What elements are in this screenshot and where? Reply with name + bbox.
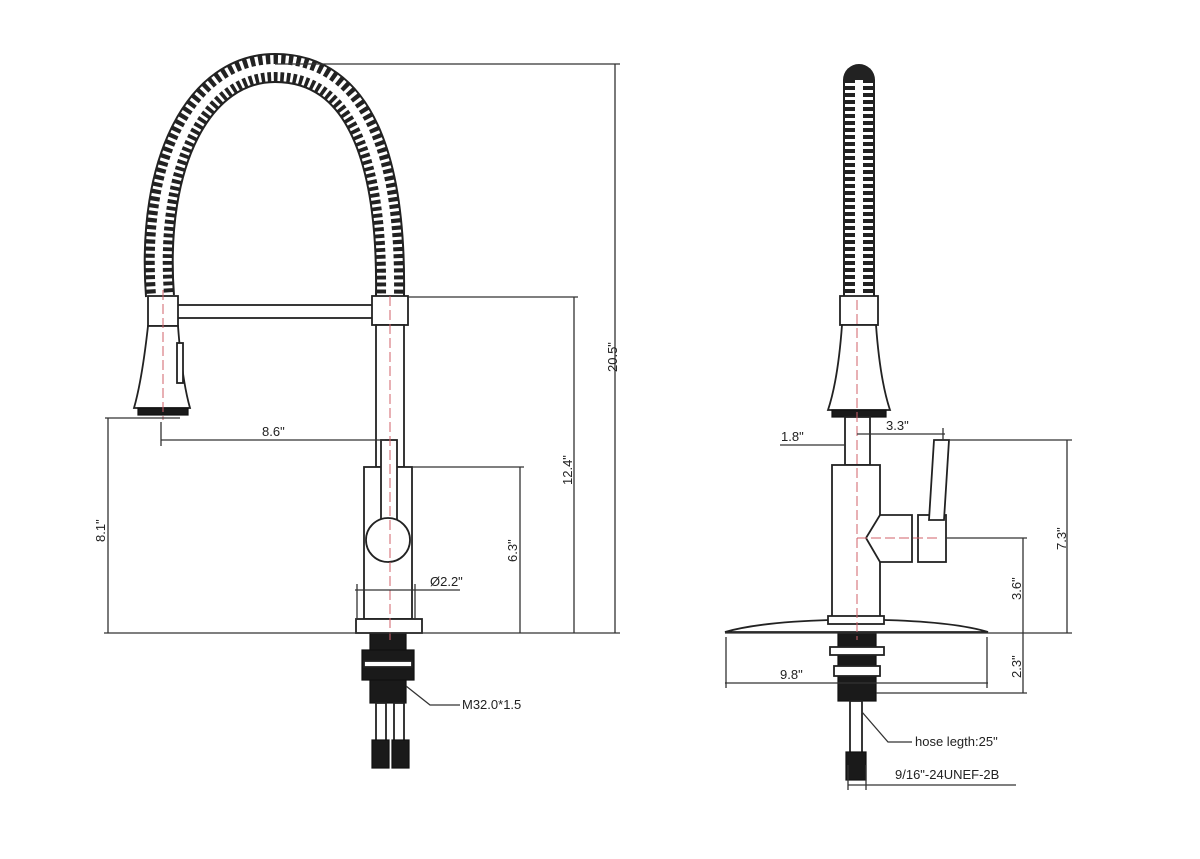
base-ring-side [827, 615, 885, 625]
base-ring [355, 618, 423, 634]
hose-length-label: hose legth:25" [915, 734, 998, 749]
dim-handle-height: 7.3" [1054, 527, 1069, 550]
spray-head-button [176, 342, 184, 384]
hose-thread-label: 9/16"-24UNEF-2B [895, 767, 999, 782]
handle-lever [928, 439, 950, 521]
dim-shank-length: 2.3" [1009, 655, 1024, 678]
dim-total-height: 20.5" [605, 342, 620, 372]
nut-body-side [833, 665, 881, 677]
hose-fitting-left [371, 739, 390, 769]
handle-hub [365, 517, 411, 563]
front-view: 20.5" 12.4" 6.3" 8.1" 8.6" Ø2.2" M32.0*1… [93, 52, 620, 769]
dim-column-width: 1.8" [781, 429, 804, 444]
dim-handle-offset: 3.3" [886, 418, 909, 433]
supply-hose-side [849, 700, 863, 757]
dim-reach: 8.6" [262, 424, 285, 439]
leader-thread-spec [405, 685, 460, 706]
spray-head-collar-side [839, 295, 879, 326]
dim-base-diameter: Ø2.2" [430, 574, 463, 589]
dim-spout-height: 12.4" [560, 455, 575, 485]
mount-nut-side [829, 646, 885, 656]
dim-deck-plate-width: 9.8" [780, 667, 803, 682]
spray-face-side [831, 409, 887, 418]
thread-spec-label: M32.0*1.5 [462, 697, 521, 712]
spout-arm [175, 304, 377, 319]
spray-head-side [826, 324, 892, 411]
side-view: 1.8" 3.3" 7.3" 3.6" 2.3" 9.8" hose legth… [724, 64, 1072, 790]
spring-coil-inner [145, 54, 404, 297]
hose-fitting-right [391, 739, 410, 769]
hose-fitting-side [845, 751, 867, 781]
nut-washer [363, 660, 413, 668]
dim-handle-axis-height: 3.6" [1009, 577, 1024, 600]
dim-spray-clearance: 8.1" [93, 519, 108, 542]
leader-hose-length [861, 711, 912, 743]
dim-body-height: 6.3" [505, 539, 520, 562]
spring-core [154, 63, 395, 297]
